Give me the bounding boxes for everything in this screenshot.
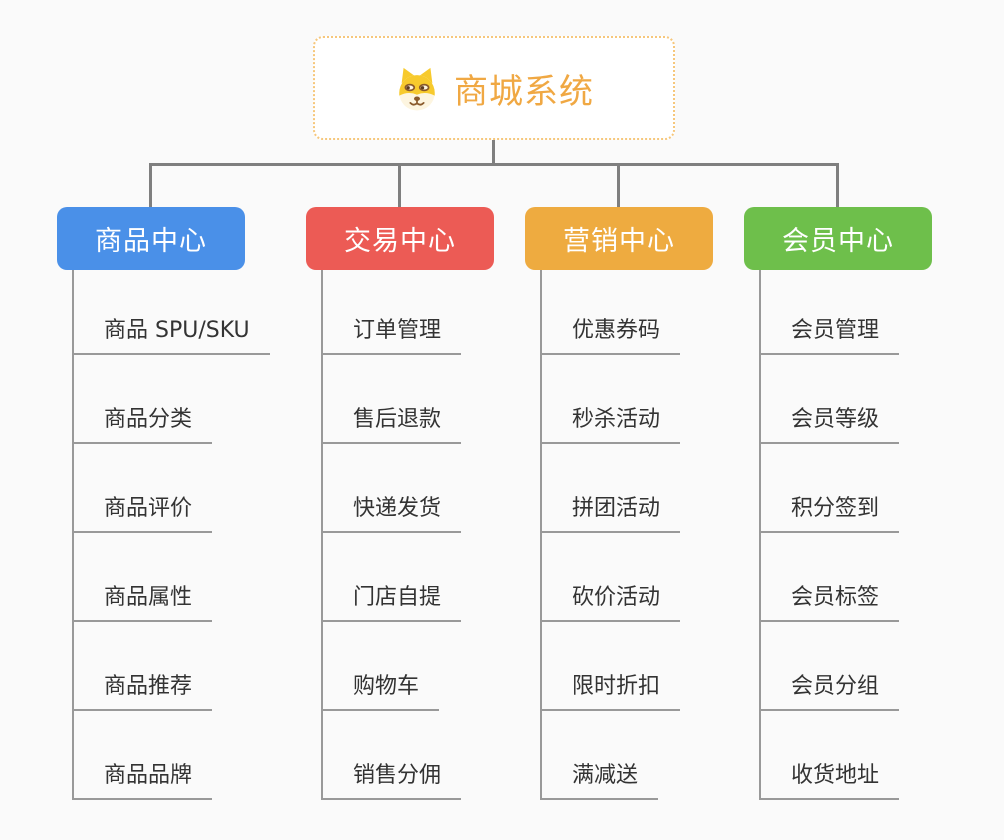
branch-label: 会员中心 [782,226,894,257]
branch-header-trade-center[interactable]: 交易中心 [306,207,494,270]
branch-children: 订单管理 售后退款 快递发货 门店自提 购物车 销售分佣 [321,266,462,800]
branch-children: 商品 SPU/SKU 商品分类 商品评价 商品属性 商品推荐 商品品牌 [72,266,270,800]
branch-marketing-center: 营销中心 优惠券码 秒杀活动 拼团活动 砍价活动 限时折扣 满减送 [525,207,713,800]
child-row: 商品推荐 [72,622,270,711]
child-topic[interactable]: 收货地址 [759,757,900,800]
connector-drop-3 [617,163,620,207]
child-row: 商品 SPU/SKU [72,266,270,355]
child-row: 收货地址 [759,711,900,800]
child-row: 拼团活动 [540,444,681,533]
branch-spine-line [321,270,323,800]
child-topic[interactable]: 会员标签 [759,579,900,622]
branch-label: 交易中心 [344,226,456,257]
branch-children: 会员管理 会员等级 积分签到 会员标签 会员分组 收货地址 [759,266,900,800]
child-row: 砍价活动 [540,533,681,622]
child-row: 商品属性 [72,533,270,622]
child-row: 优惠券码 [540,266,681,355]
branch-header-member-center[interactable]: 会员中心 [744,207,932,270]
child-topic[interactable]: 商品品牌 [72,757,213,800]
connector-horizontal-bus [149,163,839,166]
child-topic[interactable]: 售后退款 [321,401,462,444]
child-topic[interactable]: 会员管理 [759,312,900,355]
child-row: 秒杀活动 [540,355,681,444]
child-row: 会员标签 [759,533,900,622]
child-topic[interactable]: 商品属性 [72,579,213,622]
child-topic[interactable]: 快递发货 [321,490,462,533]
child-topic[interactable]: 商品 SPU/SKU [72,312,270,355]
child-topic[interactable]: 会员等级 [759,401,900,444]
child-topic[interactable]: 商品评价 [72,490,213,533]
branch-header-product-center[interactable]: 商品中心 [57,207,245,270]
branch-header-marketing-center[interactable]: 营销中心 [525,207,713,270]
child-row: 会员等级 [759,355,900,444]
child-topic[interactable]: 门店自提 [321,579,462,622]
child-row: 商品评价 [72,444,270,533]
child-row: 售后退款 [321,355,462,444]
branch-label: 商品中心 [95,226,207,257]
child-topic[interactable]: 商品推荐 [72,668,213,711]
connector-drop-4 [836,163,839,207]
child-topic[interactable]: 销售分佣 [321,757,462,800]
branch-spine-line [759,270,761,800]
child-topic[interactable]: 砍价活动 [540,579,681,622]
root-topic[interactable]: 商城系统 [313,36,675,140]
child-topic[interactable]: 优惠券码 [540,312,681,355]
child-row: 商品品牌 [72,711,270,800]
connector-root-drop [492,140,495,163]
child-topic[interactable]: 秒杀活动 [540,401,681,444]
child-topic[interactable]: 满减送 [540,757,659,800]
child-row: 购物车 [321,622,461,711]
child-row: 订单管理 [321,266,462,355]
branch-member-center: 会员中心 会员管理 会员等级 积分签到 会员标签 会员分组 收货地址 [744,207,932,800]
root-topic-label: 商城系统 [454,71,594,112]
branch-spine-line [540,270,542,800]
branch-label: 营销中心 [563,226,675,257]
child-row: 销售分佣 [321,711,462,800]
child-row: 商品分类 [72,355,270,444]
child-row: 会员分组 [759,622,900,711]
doge-icon [394,63,440,113]
child-row: 门店自提 [321,533,462,622]
child-row: 快递发货 [321,444,462,533]
connector-drop-2 [398,163,401,207]
connector-drop-1 [149,163,152,207]
branch-spine-line [72,270,74,800]
branch-product-center: 商品中心 商品 SPU/SKU 商品分类 商品评价 商品属性 商品推荐 商品品牌 [57,207,270,800]
child-row: 限时折扣 [540,622,681,711]
child-topic[interactable]: 订单管理 [321,312,462,355]
child-row: 会员管理 [759,266,900,355]
child-topic[interactable]: 限时折扣 [540,668,681,711]
child-topic[interactable]: 购物车 [321,668,440,711]
branch-trade-center: 交易中心 订单管理 售后退款 快递发货 门店自提 购物车 销售分佣 [306,207,494,800]
child-topic[interactable]: 积分签到 [759,490,900,533]
branch-children: 优惠券码 秒杀活动 拼团活动 砍价活动 限时折扣 满减送 [540,266,681,800]
child-topic[interactable]: 拼团活动 [540,490,681,533]
child-row: 积分签到 [759,444,900,533]
child-topic[interactable]: 商品分类 [72,401,213,444]
child-topic[interactable]: 会员分组 [759,668,900,711]
child-row: 满减送 [540,711,680,800]
